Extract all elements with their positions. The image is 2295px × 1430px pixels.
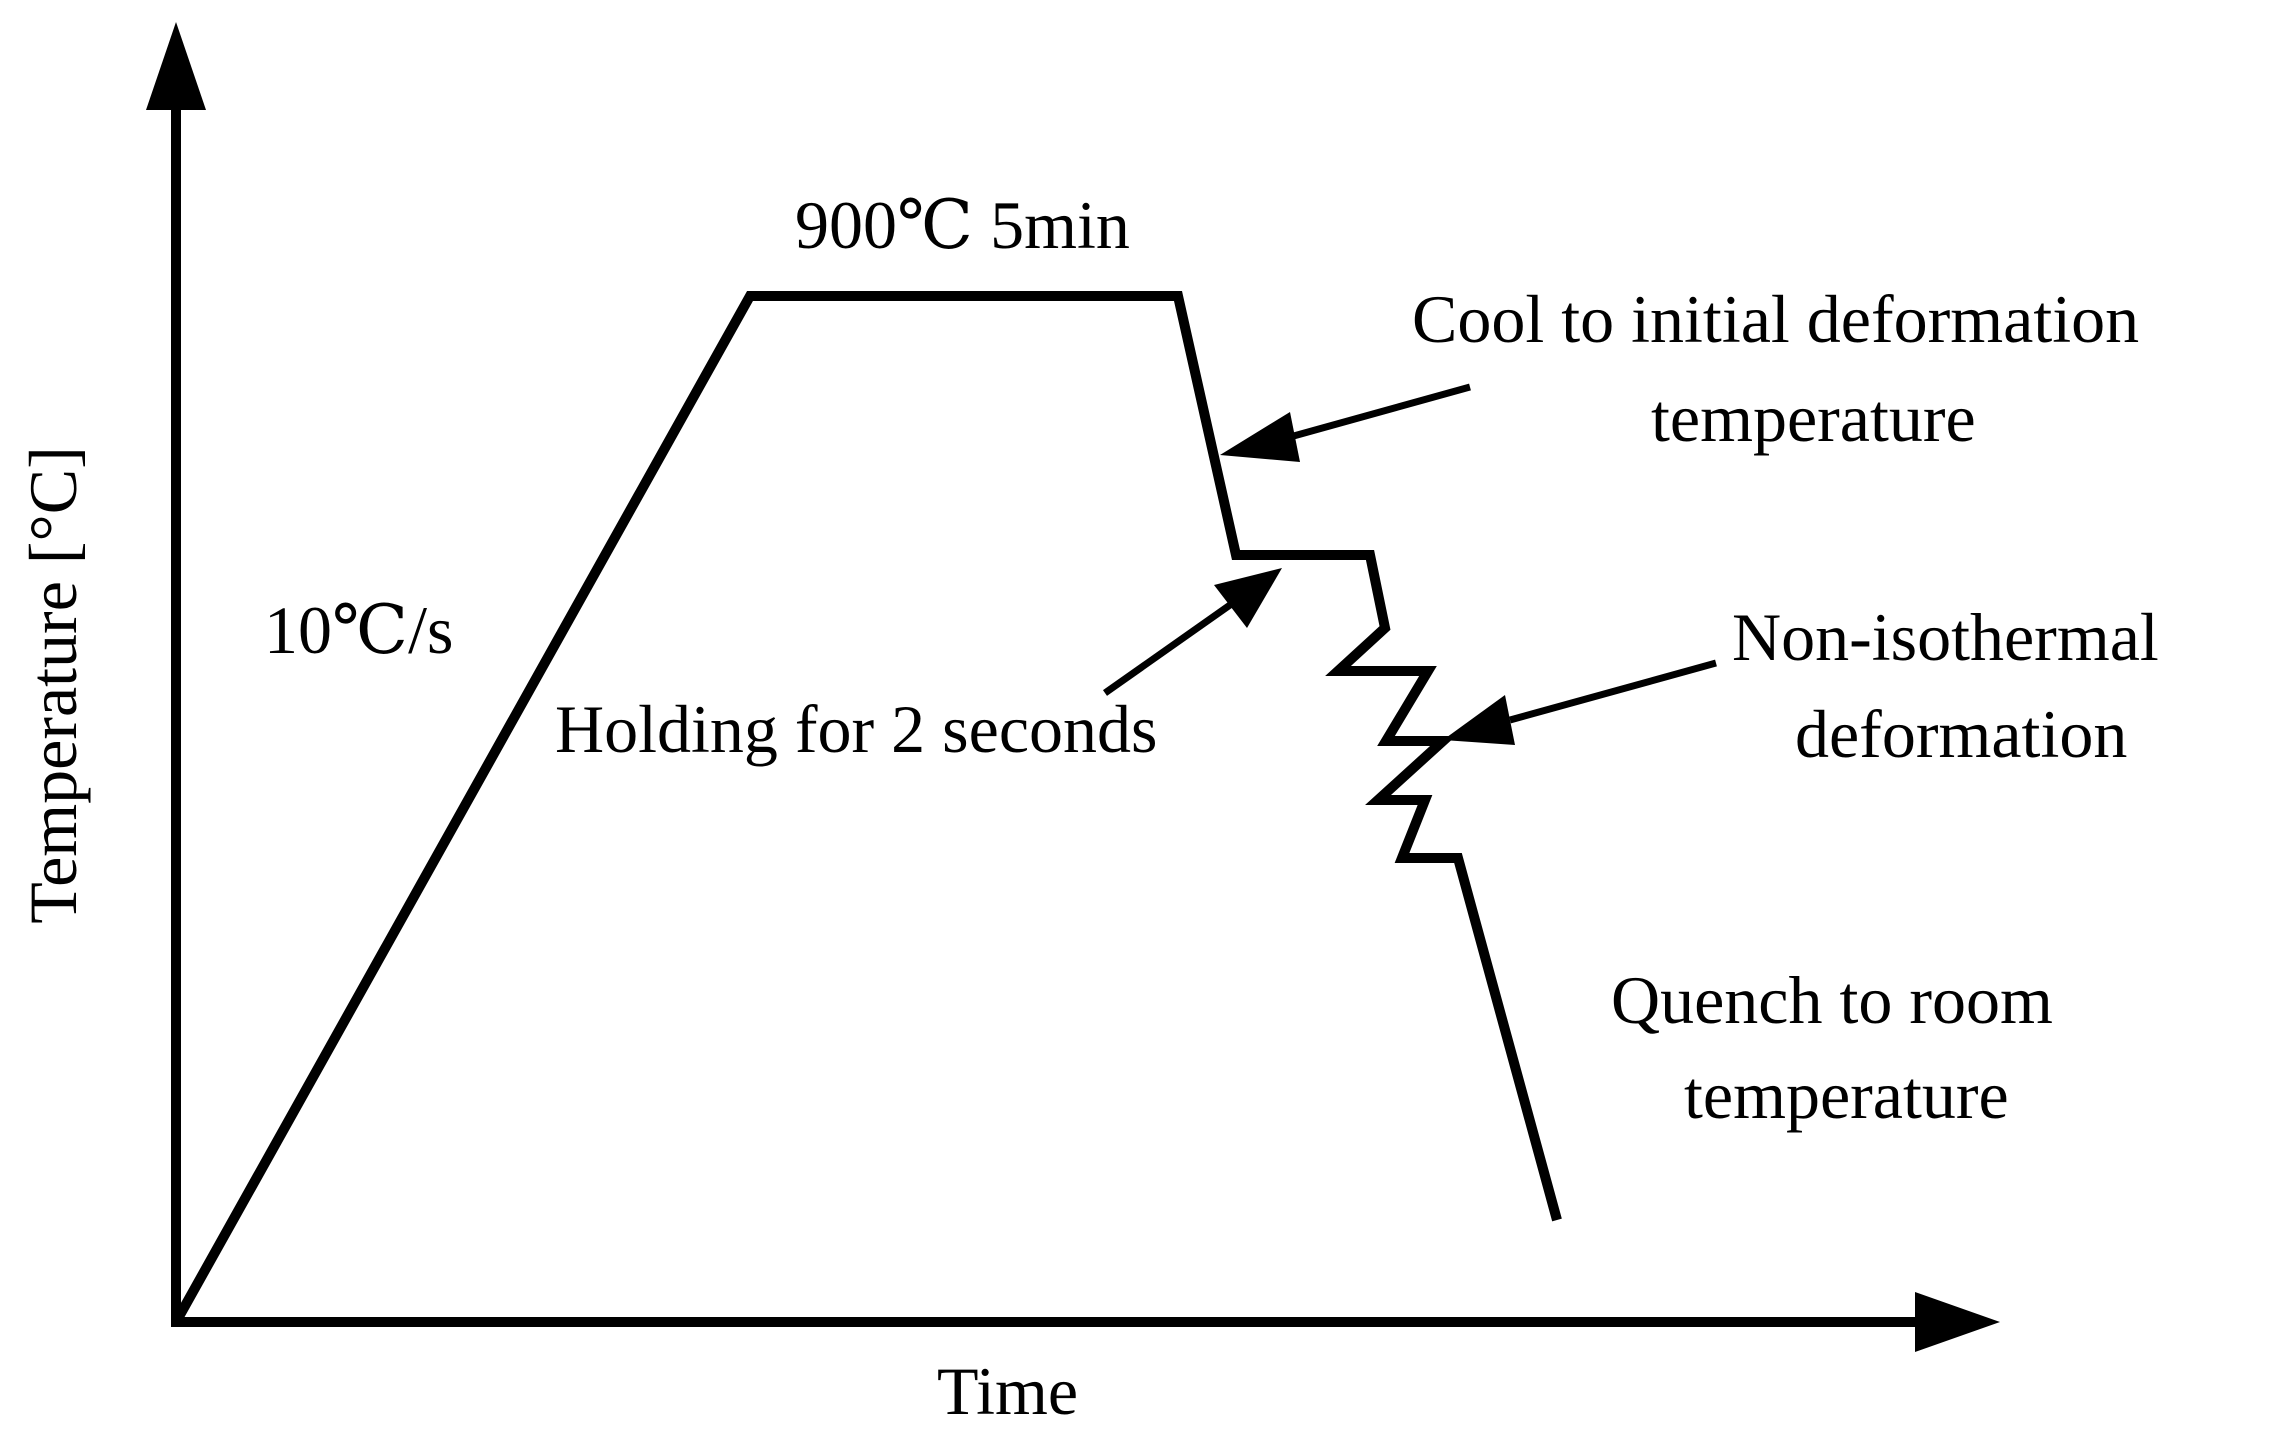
quench-label-line2: temperature [1684, 1057, 2009, 1133]
temperature-time-profile [171, 291, 1562, 1325]
cool-label-line2: temperature [1651, 380, 1976, 456]
cool-label-line1: Cool to initial deformation [1412, 281, 2139, 357]
holding-label: Holding for 2 seconds [555, 691, 1157, 767]
y-axis-label: Temperature [°C] [15, 446, 91, 923]
x-axis-label: Time [937, 1353, 1078, 1429]
deformation-arrow [1443, 659, 1717, 745]
holding-arrow [1102, 568, 1282, 696]
heating-rate-label: 10℃/s [264, 592, 453, 668]
cool-arrow [1220, 383, 1471, 462]
deformation-label-line2: deformation [1795, 696, 2127, 772]
deformation-label-line1: Non-isothermal [1732, 599, 2159, 675]
y-axis-arrowhead [146, 22, 206, 110]
x-axis-arrowhead [1915, 1292, 2000, 1352]
hold-label: 900℃ 5min [795, 187, 1130, 263]
quench-label-line1: Quench to room [1611, 962, 2053, 1038]
